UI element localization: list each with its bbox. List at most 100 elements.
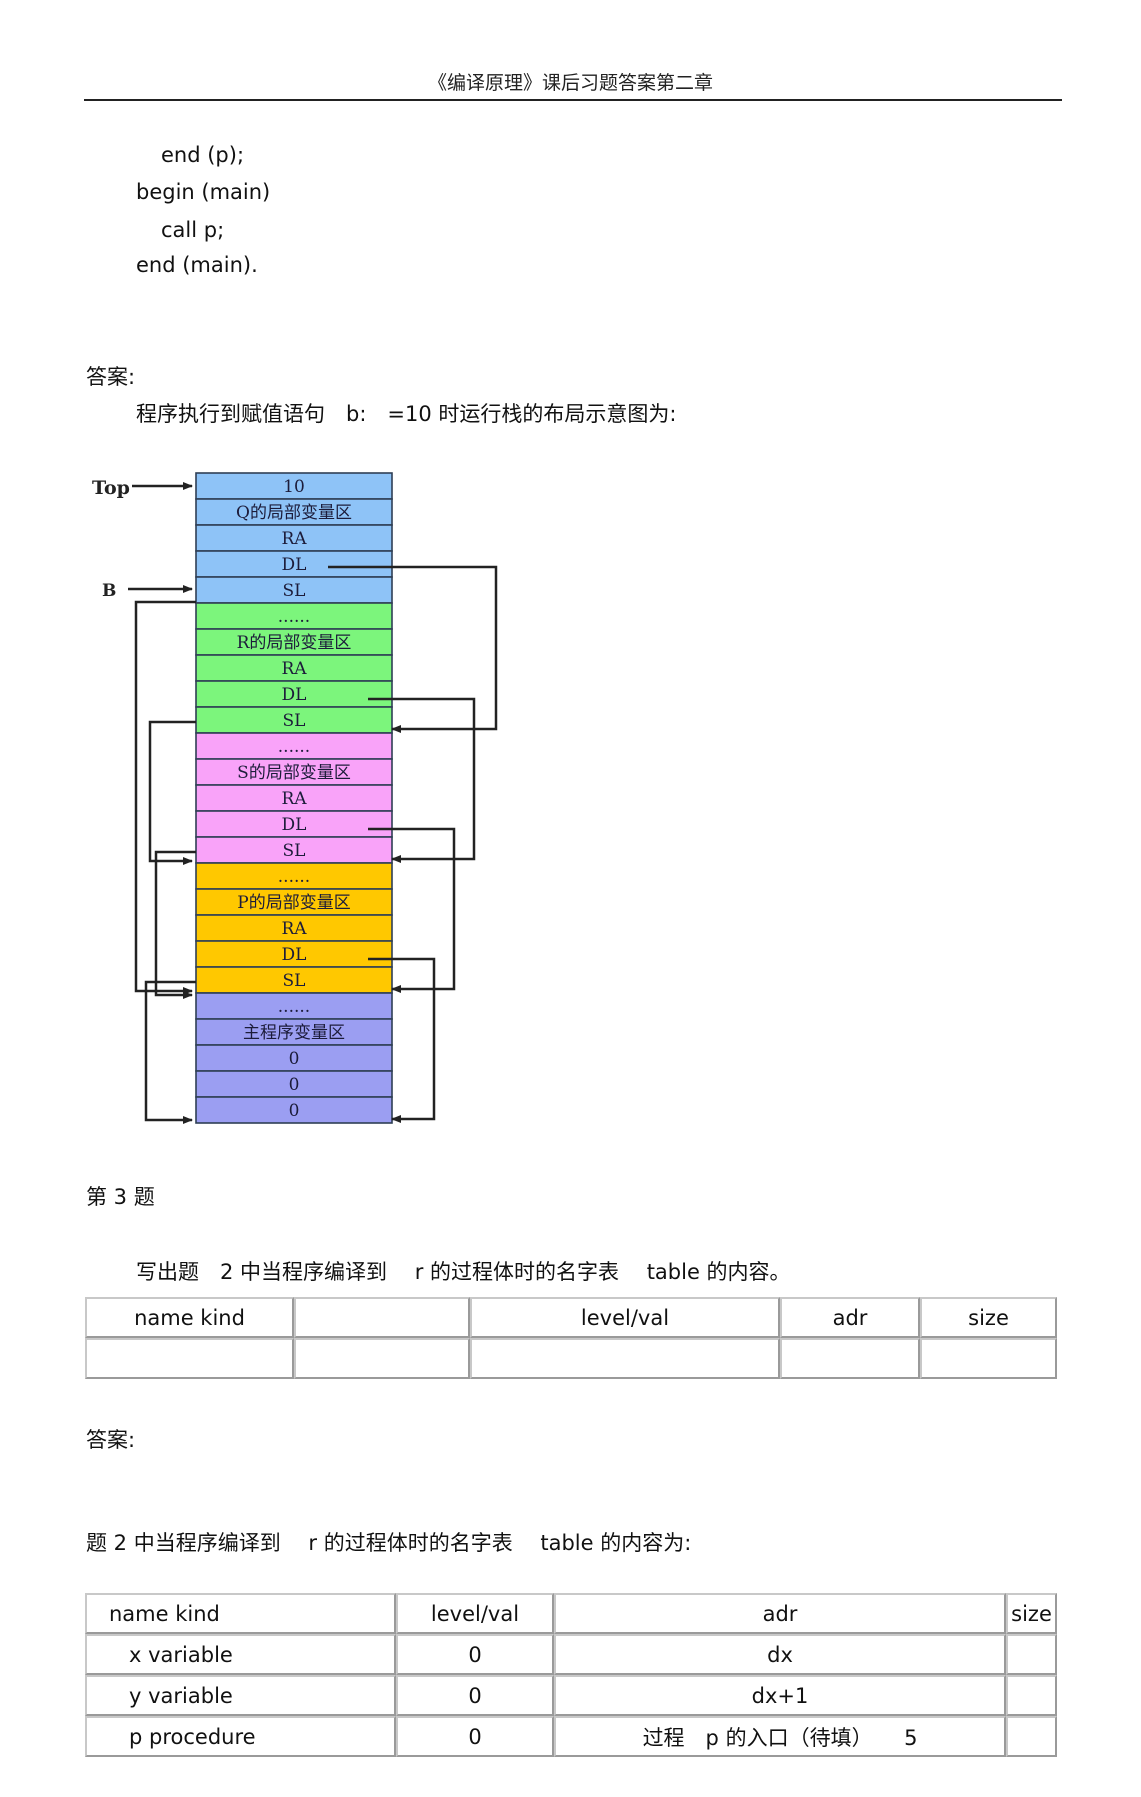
stack-cell: [195, 550, 393, 578]
stack-cell-label: DL: [282, 945, 307, 965]
stack-cell: [195, 602, 393, 630]
stack-cell: [195, 966, 393, 994]
page-header: 《编译原理》课后习题答案第二章: [427, 72, 713, 94]
stack-cell: [195, 888, 393, 916]
stack-cell-label: DL: [282, 555, 307, 575]
table-cell: [1006, 1634, 1057, 1675]
stack-cell: [195, 654, 393, 682]
stack-cell-label: SL: [283, 711, 306, 731]
table-header-cell: size: [920, 1297, 1057, 1338]
stack-cell-label: R的局部变量区: [237, 633, 352, 653]
table-cell: [470, 1338, 780, 1379]
stack-cell: [195, 1044, 393, 1072]
table-cell: y variable: [85, 1675, 396, 1716]
table-header-cell: [294, 1297, 470, 1338]
b-label: B: [102, 581, 116, 601]
stack-cell-label: RA: [281, 529, 307, 549]
table-cell: 0: [396, 1675, 554, 1716]
code-line-end-main: end (main).: [136, 253, 258, 277]
table-cell: 过程 p 的入口（待填） 5: [554, 1716, 1006, 1757]
stack-cell: [195, 706, 393, 734]
s-dl-link-arrow: [368, 827, 456, 993]
answer-table: name kind level/val adr size x variable …: [85, 1593, 1057, 1757]
stack-cell: [195, 862, 393, 890]
stack-cell-label: SL: [283, 581, 306, 601]
code-line-call-p: call p;: [161, 218, 225, 242]
stack-cell-label: RA: [281, 919, 307, 939]
table-header-cell: level/val: [470, 1297, 780, 1338]
header-rule: [84, 99, 1062, 101]
stack-cell-label: 0: [289, 1049, 300, 1069]
r-sl-link-arrow: [148, 720, 196, 865]
table-cell: [294, 1338, 470, 1379]
stack-cell: [195, 914, 393, 942]
table-row: name kind level/val adr size: [85, 1593, 1057, 1634]
q-dl-link-arrow: [328, 565, 498, 733]
table-cell: 0: [396, 1716, 554, 1757]
r-dl-link-arrow: [368, 697, 476, 863]
table-header-cell: adr: [780, 1297, 920, 1338]
table-cell: x variable: [85, 1634, 396, 1675]
stack-cell-label: S的局部变量区: [237, 763, 351, 783]
table-cell: [780, 1338, 920, 1379]
stack-cell-label: 0: [289, 1075, 300, 1095]
stack-cell-label: ......: [278, 997, 310, 1017]
stack-cell: [195, 810, 393, 838]
q-sl-link-arrow: [134, 600, 196, 995]
table-cell: [1006, 1675, 1057, 1716]
table-cell: 0: [396, 1634, 554, 1675]
top-label: Top: [92, 477, 130, 499]
code-line-end-p: end (p);: [161, 143, 245, 167]
table-cell: p procedure: [85, 1716, 396, 1757]
p-sl-link-arrow: [144, 980, 196, 1124]
stack-cell-label: ......: [278, 607, 310, 627]
stack-cell-label: DL: [282, 685, 307, 705]
table-row: name kind level/val adr size: [85, 1297, 1057, 1338]
table-header-cell: size: [1006, 1593, 1057, 1634]
table-header-cell: name kind: [85, 1593, 396, 1634]
stack-cell: [195, 992, 393, 1020]
table-row: [85, 1338, 1057, 1379]
table-cell: [920, 1338, 1057, 1379]
question-3-table: name kind level/val adr size: [85, 1297, 1057, 1379]
stack-cell-label: ......: [278, 867, 310, 887]
question-3-prompt: 写出题 2 中当程序编译到 r 的过程体时的名字表 table 的内容。: [136, 1260, 791, 1284]
stack-cell-label: 主程序变量区: [243, 1023, 345, 1043]
answer-text-2: 题 2 中当程序编译到 r 的过程体时的名字表 table 的内容为:: [86, 1531, 692, 1555]
stack-cell: [195, 758, 393, 786]
table-row: x variable 0 dx: [85, 1634, 1057, 1675]
p-dl-link-arrow: [368, 957, 436, 1123]
stack-cell: [195, 732, 393, 760]
table-cell: [1006, 1716, 1057, 1757]
question-3-title: 第 3 题: [86, 1185, 155, 1209]
stack-cell-label: DL: [282, 815, 307, 835]
table-row: p procedure 0 过程 p 的入口（待填） 5: [85, 1716, 1057, 1757]
stack-cell-label: ......: [278, 737, 310, 757]
table-header-cell: name kind: [85, 1297, 294, 1338]
stack-cell-label: SL: [283, 841, 306, 861]
table-row: y variable 0 dx+1: [85, 1675, 1057, 1716]
stack-cell-label: Q的局部变量区: [236, 503, 352, 523]
s-sl-link-arrow: [154, 850, 196, 999]
answer-label-1: 答案:: [86, 365, 136, 389]
answer-label-2: 答案:: [86, 1428, 136, 1452]
stack-cell-label: 0: [289, 1101, 300, 1121]
table-header-cell: level/val: [396, 1593, 554, 1634]
code-line-begin-main: begin (main): [136, 180, 271, 204]
stack-cell-label: 10: [283, 477, 305, 497]
stack-cell: [195, 1018, 393, 1046]
table-cell: [85, 1338, 294, 1379]
stack-cell: [195, 1070, 393, 1098]
table-cell: dx+1: [554, 1675, 1006, 1716]
stack-cell-label: RA: [281, 659, 307, 679]
stack-cell: [195, 472, 393, 500]
stack-cell-label: RA: [281, 789, 307, 809]
stack-cell: [195, 940, 393, 968]
table-cell: dx: [554, 1634, 1006, 1675]
stack-cell: [195, 1096, 393, 1124]
stack-cell-label: P的局部变量区: [237, 893, 350, 913]
answer-text-1: 程序执行到赋值语句 b: =10 时运行栈的布局示意图为:: [136, 402, 677, 426]
table-header-cell: adr: [554, 1593, 1006, 1634]
stack-cell-label: SL: [283, 971, 306, 991]
